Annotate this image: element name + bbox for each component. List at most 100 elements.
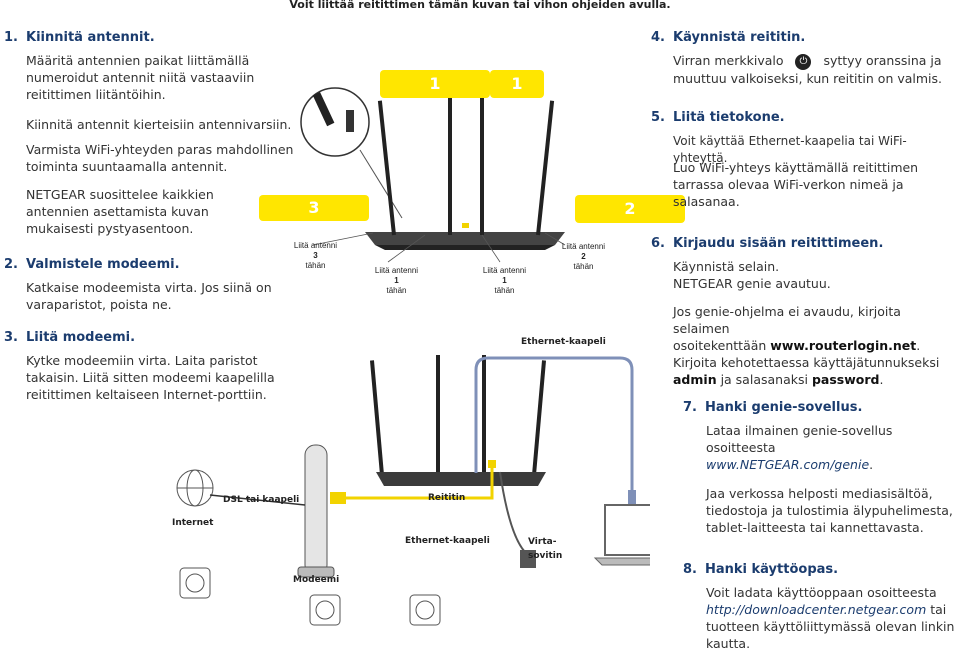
ethernet-cable-label-top: Ethernet-kaapeli: [521, 337, 606, 347]
text-line: Virta-: [528, 537, 557, 547]
text-line: varaparistot, poista ne.: [26, 297, 172, 312]
text-span: .: [916, 338, 921, 353]
antenna-2-callout: Liitä antenni 2 tähän: [551, 242, 616, 272]
step-3-heading: 3. Liitä modeemi.: [4, 330, 135, 345]
antenna-1-right-callout: Liitä antenni 1 tähän: [472, 266, 537, 296]
internet-label: Internet: [172, 518, 214, 528]
step-6-title: Kirjaudu sisään reitittimeen.: [673, 236, 884, 251]
text-span: syttyy oranssina ja: [823, 53, 942, 68]
step-5-number: 5.: [651, 110, 665, 125]
top-note: Voit liittää reitittimen tämän kuvan tai…: [289, 0, 671, 11]
antenna-1-right-badge: 1: [490, 70, 544, 98]
step-5-text-1: Voit käyttää Ethernet-kaapelia tai WiFi-…: [673, 134, 907, 165]
router-top-illustration: [365, 85, 565, 250]
callout-text: tähän: [386, 286, 407, 295]
setup-diagram: [176, 85, 650, 626]
step-1-text-4: NETGEAR suosittelee kaikkien antennien a…: [26, 186, 214, 237]
callout-text: tähän: [494, 286, 515, 295]
step-8-title: Hanki käyttöopas.: [705, 562, 839, 577]
step-6-heading: 6. Kirjaudu sisään reitittimeen.: [651, 236, 883, 251]
text-line: admin ja salasanaksi password.: [673, 371, 960, 388]
power-icon: ⏻: [795, 53, 812, 70]
step-1-text-3: Varmista WiFi-yhteyden paras mahdollinen…: [26, 141, 293, 175]
callout-text: Liitä antenni: [293, 241, 338, 250]
dsl-cable-label: DSL tai kaapeli: [223, 495, 300, 505]
wall-outlet-icon: [409, 594, 441, 626]
antenna-3-callout: Liitä antenni 3 tähän: [283, 241, 348, 271]
step-6-number: 6.: [651, 236, 665, 251]
step-7-heading: 7.Hanki genie-sovellus.: [683, 400, 862, 415]
internet-globe-icon: [176, 469, 214, 507]
text-line: kautta.: [706, 636, 751, 651]
router-bottom-illustration: [369, 355, 547, 486]
text-line: osoitekenttään www.routerlogin.net.: [673, 337, 960, 354]
genie-link[interactable]: www.NETGEAR.com/genie: [706, 457, 870, 472]
text-line: NETGEAR genie avautuu.: [673, 276, 831, 291]
text-line: salasanaa.: [673, 194, 740, 209]
text-line: toiminta suuntaamalla antennit.: [26, 159, 228, 174]
step-5-text-2: Luo WiFi-yhteys käyttämällä reitittimen …: [673, 159, 918, 210]
text-line: osoitteesta: [706, 440, 776, 455]
text-line: numeroidut antennit niitä vastaaviin: [26, 70, 255, 85]
step-2-number: 2.: [4, 257, 18, 272]
text-line: Määritä antennien paikat liittämällä: [26, 53, 250, 68]
text-line: reitittimen keltaiseen Internet-porttiin…: [26, 387, 267, 402]
text-line: takaisin. Liitä sitten modeemi kaapelill…: [26, 370, 275, 385]
text-line: Katkaise modeemista virta. Jos siinä on: [26, 280, 272, 295]
text-line: tuotteen käyttöliittymässä olevan linkin: [706, 619, 955, 634]
text-line: www.NETGEAR.com/genie.: [706, 456, 892, 473]
text-line: Jos genie-ohjelma ei avaudu, kirjoita se…: [673, 304, 901, 336]
password-text: password: [811, 372, 880, 387]
text-line: Lataa ilmainen genie-sovellus: [706, 423, 893, 438]
antenna-2-badge: 2: [575, 195, 685, 223]
step-1-heading: 1. Kiinnitä antennit.: [4, 30, 155, 45]
text-line: tiedostoja ja tulostimia älypuhelimesta,: [706, 503, 953, 518]
step-1-number: 1.: [4, 30, 18, 45]
step-3-title: Liitä modeemi.: [26, 330, 136, 345]
text-line: tarrassa olevaa WiFi-verkon nimeä ja: [673, 177, 904, 192]
text-line: Kirjoita kehotettaessa käyttäjätunnuksek…: [673, 355, 940, 370]
step-8-text: Voit ladata käyttöoppaan osoitteesta htt…: [706, 584, 954, 652]
step-7-text-1: Lataa ilmainen genie-sovellus osoitteest…: [706, 422, 892, 473]
step-8-heading: 8. Hanki käyttöopas.: [683, 562, 838, 577]
username-text: admin: [673, 372, 717, 387]
antenna-1-left-callout: Liitä antenni 1 tähän: [364, 266, 429, 296]
text-line: Virran merkkivalo ⏻ syttyy oranssina ja: [673, 52, 942, 70]
text-span: Virran merkkivalo: [673, 53, 784, 68]
text-line: antennien asettamista kuvan: [26, 204, 209, 219]
modem-label: Modeemi: [293, 575, 340, 585]
step-7-text-2: Jaa verkossa helposti mediasisältöä, tie…: [706, 485, 953, 536]
text-line: Luo WiFi-yhteys käyttämällä reitittimen: [673, 160, 919, 175]
callout-number: 2: [581, 252, 586, 261]
antenna-detail-icon: [300, 87, 370, 157]
step-6-text-2: Jos genie-ohjelma ei avaudu, kirjoita se…: [673, 303, 960, 388]
callout-text: tähän: [305, 261, 326, 270]
text-line: tablet-laitteesta tai kannettavasta.: [706, 520, 924, 535]
antenna-1-left-badge: 1: [380, 70, 490, 98]
text-line: reitittimen liitäntöihin.: [26, 87, 166, 102]
step-8-number: 8.: [683, 562, 697, 577]
text-span: ja salasanaksi: [716, 372, 812, 387]
step-5-title: Liitä tietokone.: [673, 110, 785, 125]
text-line: mukaisesti pystyasentoon.: [26, 221, 194, 236]
step-1-title: Kiinnitä antennit.: [26, 30, 155, 45]
text-span: osoitekenttään: [673, 338, 771, 353]
step-2-text: Katkaise modeemista virta. Jos siinä on …: [26, 279, 272, 313]
callout-text: tähän: [573, 262, 594, 271]
step-3-number: 3.: [4, 330, 18, 345]
text-span: tai: [926, 602, 947, 617]
text-span: .: [879, 372, 884, 387]
text-line: NETGEAR suosittelee kaikkien: [26, 187, 214, 202]
text-line: Käynnistä selain.: [673, 259, 780, 274]
text-line: muuttuu valkoiseksi, kun reititin on val…: [673, 70, 943, 86]
ethernet-cable-label-bottom: Ethernet-kaapeli: [405, 536, 490, 546]
router-login-url: www.routerlogin.net: [770, 338, 917, 353]
text-line: Varmista WiFi-yhteyden paras mahdollinen: [26, 142, 294, 157]
step-4-text: Virran merkkivalo ⏻ syttyy oranssina ja …: [673, 52, 942, 87]
download-center-link[interactable]: http://downloadcenter.netgear.com: [706, 602, 927, 617]
antenna-3-badge: 3: [259, 195, 369, 221]
callout-text: Liitä antenni: [374, 266, 419, 275]
step-1-text-1: Määritä antennien paikat liittämällä num…: [26, 52, 254, 103]
callout-number: 1: [394, 276, 399, 285]
wall-outlet-icon: [309, 594, 341, 626]
